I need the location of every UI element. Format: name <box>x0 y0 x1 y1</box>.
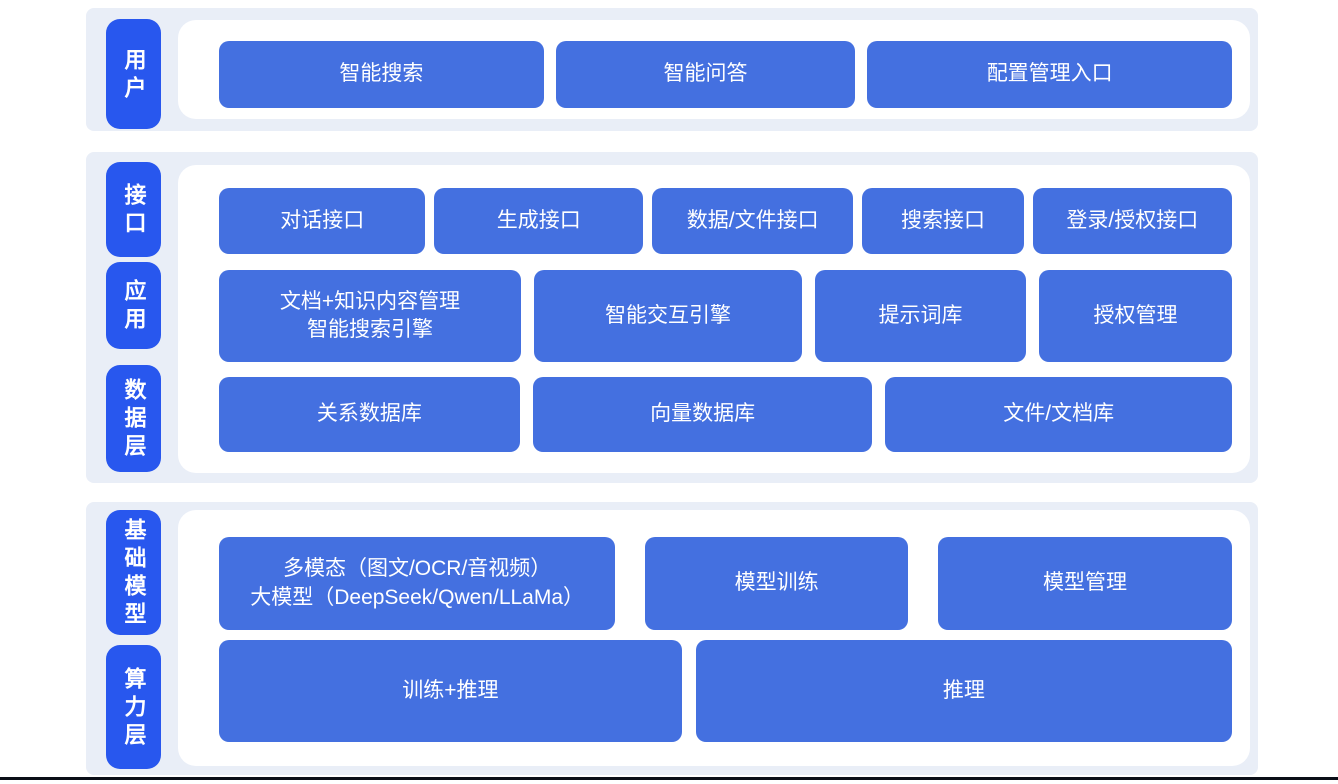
box-model-management: 模型管理 <box>938 537 1232 630</box>
interface-layer-label: 接口 <box>106 162 161 257</box>
box-dialog-api: 对话接口 <box>219 188 426 254</box>
user-layer-label: 用户 <box>106 19 161 129</box>
box-multimodal-llm: 多模态（图文/OCR/音视频） 大模型（DeepSeek/Qwen/LLaMa） <box>219 537 616 630</box>
data-layer-label: 数据层 <box>106 365 161 472</box>
box-search-api: 搜索接口 <box>862 188 1024 254</box>
box-doc-knowledge-line1: 文档+知识内容管理 <box>279 289 461 313</box>
box-training-plus-inference: 训练+推理 <box>219 640 682 742</box>
foundation-model-layer-label: 基础模型 <box>106 510 161 635</box>
box-relational-database: 关系数据库 <box>219 377 520 452</box>
data-row: 关系数据库 向量数据库 文件/文档库 <box>219 377 1232 452</box>
box-doc-knowledge-line2: 智能搜索引擎 <box>307 318 433 341</box>
middle-layers-section: 接口 应用 数据层 对话接口 生成接口 数据/文件接口 搜索接口 登录/授权接口… <box>86 152 1258 483</box>
box-smart-search: 智能搜索 <box>219 41 544 108</box>
foundation-layers-section: 基础模型 算力层 多模态（图文/OCR/音视频） 大模型（DeepSeek/Qw… <box>86 502 1258 775</box>
box-authorization-management: 授权管理 <box>1039 270 1232 362</box>
foundation-layers-panel: 多模态（图文/OCR/音视频） 大模型（DeepSeek/Qwen/LLaMa）… <box>178 510 1250 766</box>
box-multimodal-line2: 大模型（DeepSeek/Qwen/LLaMa） <box>250 585 585 609</box>
box-vector-database: 向量数据库 <box>532 377 873 452</box>
application-layer-label-text: 应用 <box>121 279 147 335</box>
box-login-auth-api: 登录/授权接口 <box>1032 188 1232 254</box>
box-intelligent-interaction-engine: 智能交互引擎 <box>534 270 802 362</box>
foundation-model-layer-label-text: 基础模型 <box>121 518 147 630</box>
middle-layers-panel: 对话接口 生成接口 数据/文件接口 搜索接口 登录/授权接口 文档+知识内容管理… <box>178 165 1250 473</box>
interface-layer-label-text: 接口 <box>121 183 147 239</box>
user-layer-panel: 智能搜索 智能问答 配置管理入口 <box>178 20 1250 119</box>
compute-row: 训练+推理 推理 <box>219 640 1232 742</box>
box-model-training: 模型训练 <box>645 537 909 630</box>
bottom-baseline <box>0 777 1338 780</box>
application-row: 文档+知识内容管理 智能搜索引擎 智能交互引擎 提示词库 授权管理 <box>219 270 1232 362</box>
user-layer-section: 用户 智能搜索 智能问答 配置管理入口 <box>86 8 1258 131</box>
box-smart-qa: 智能问答 <box>555 41 856 108</box>
box-doc-knowledge-search-engine: 文档+知识内容管理 智能搜索引擎 <box>219 270 521 362</box>
data-layer-label-text: 数据层 <box>121 378 147 462</box>
compute-layer-label: 算力层 <box>106 645 161 769</box>
user-layer-label-text: 用户 <box>121 47 147 104</box>
box-data-file-api: 数据/文件接口 <box>651 188 854 254</box>
user-layer-row: 智能搜索 智能问答 配置管理入口 <box>219 41 1232 108</box>
box-config-management-entry: 配置管理入口 <box>867 41 1232 108</box>
box-generation-api: 生成接口 <box>434 188 643 254</box>
application-layer-label: 应用 <box>106 262 161 349</box>
box-prompt-library: 提示词库 <box>815 270 1026 362</box>
box-multimodal-line1: 多模态（图文/OCR/音视频） <box>282 557 552 581</box>
model-row: 多模态（图文/OCR/音视频） 大模型（DeepSeek/Qwen/LLaMa）… <box>219 537 1232 630</box>
interface-row: 对话接口 生成接口 数据/文件接口 搜索接口 登录/授权接口 <box>219 188 1232 254</box>
compute-layer-label-text: 算力层 <box>121 666 147 751</box>
box-inference: 推理 <box>695 640 1232 742</box>
box-file-document-store: 文件/文档库 <box>885 377 1232 452</box>
